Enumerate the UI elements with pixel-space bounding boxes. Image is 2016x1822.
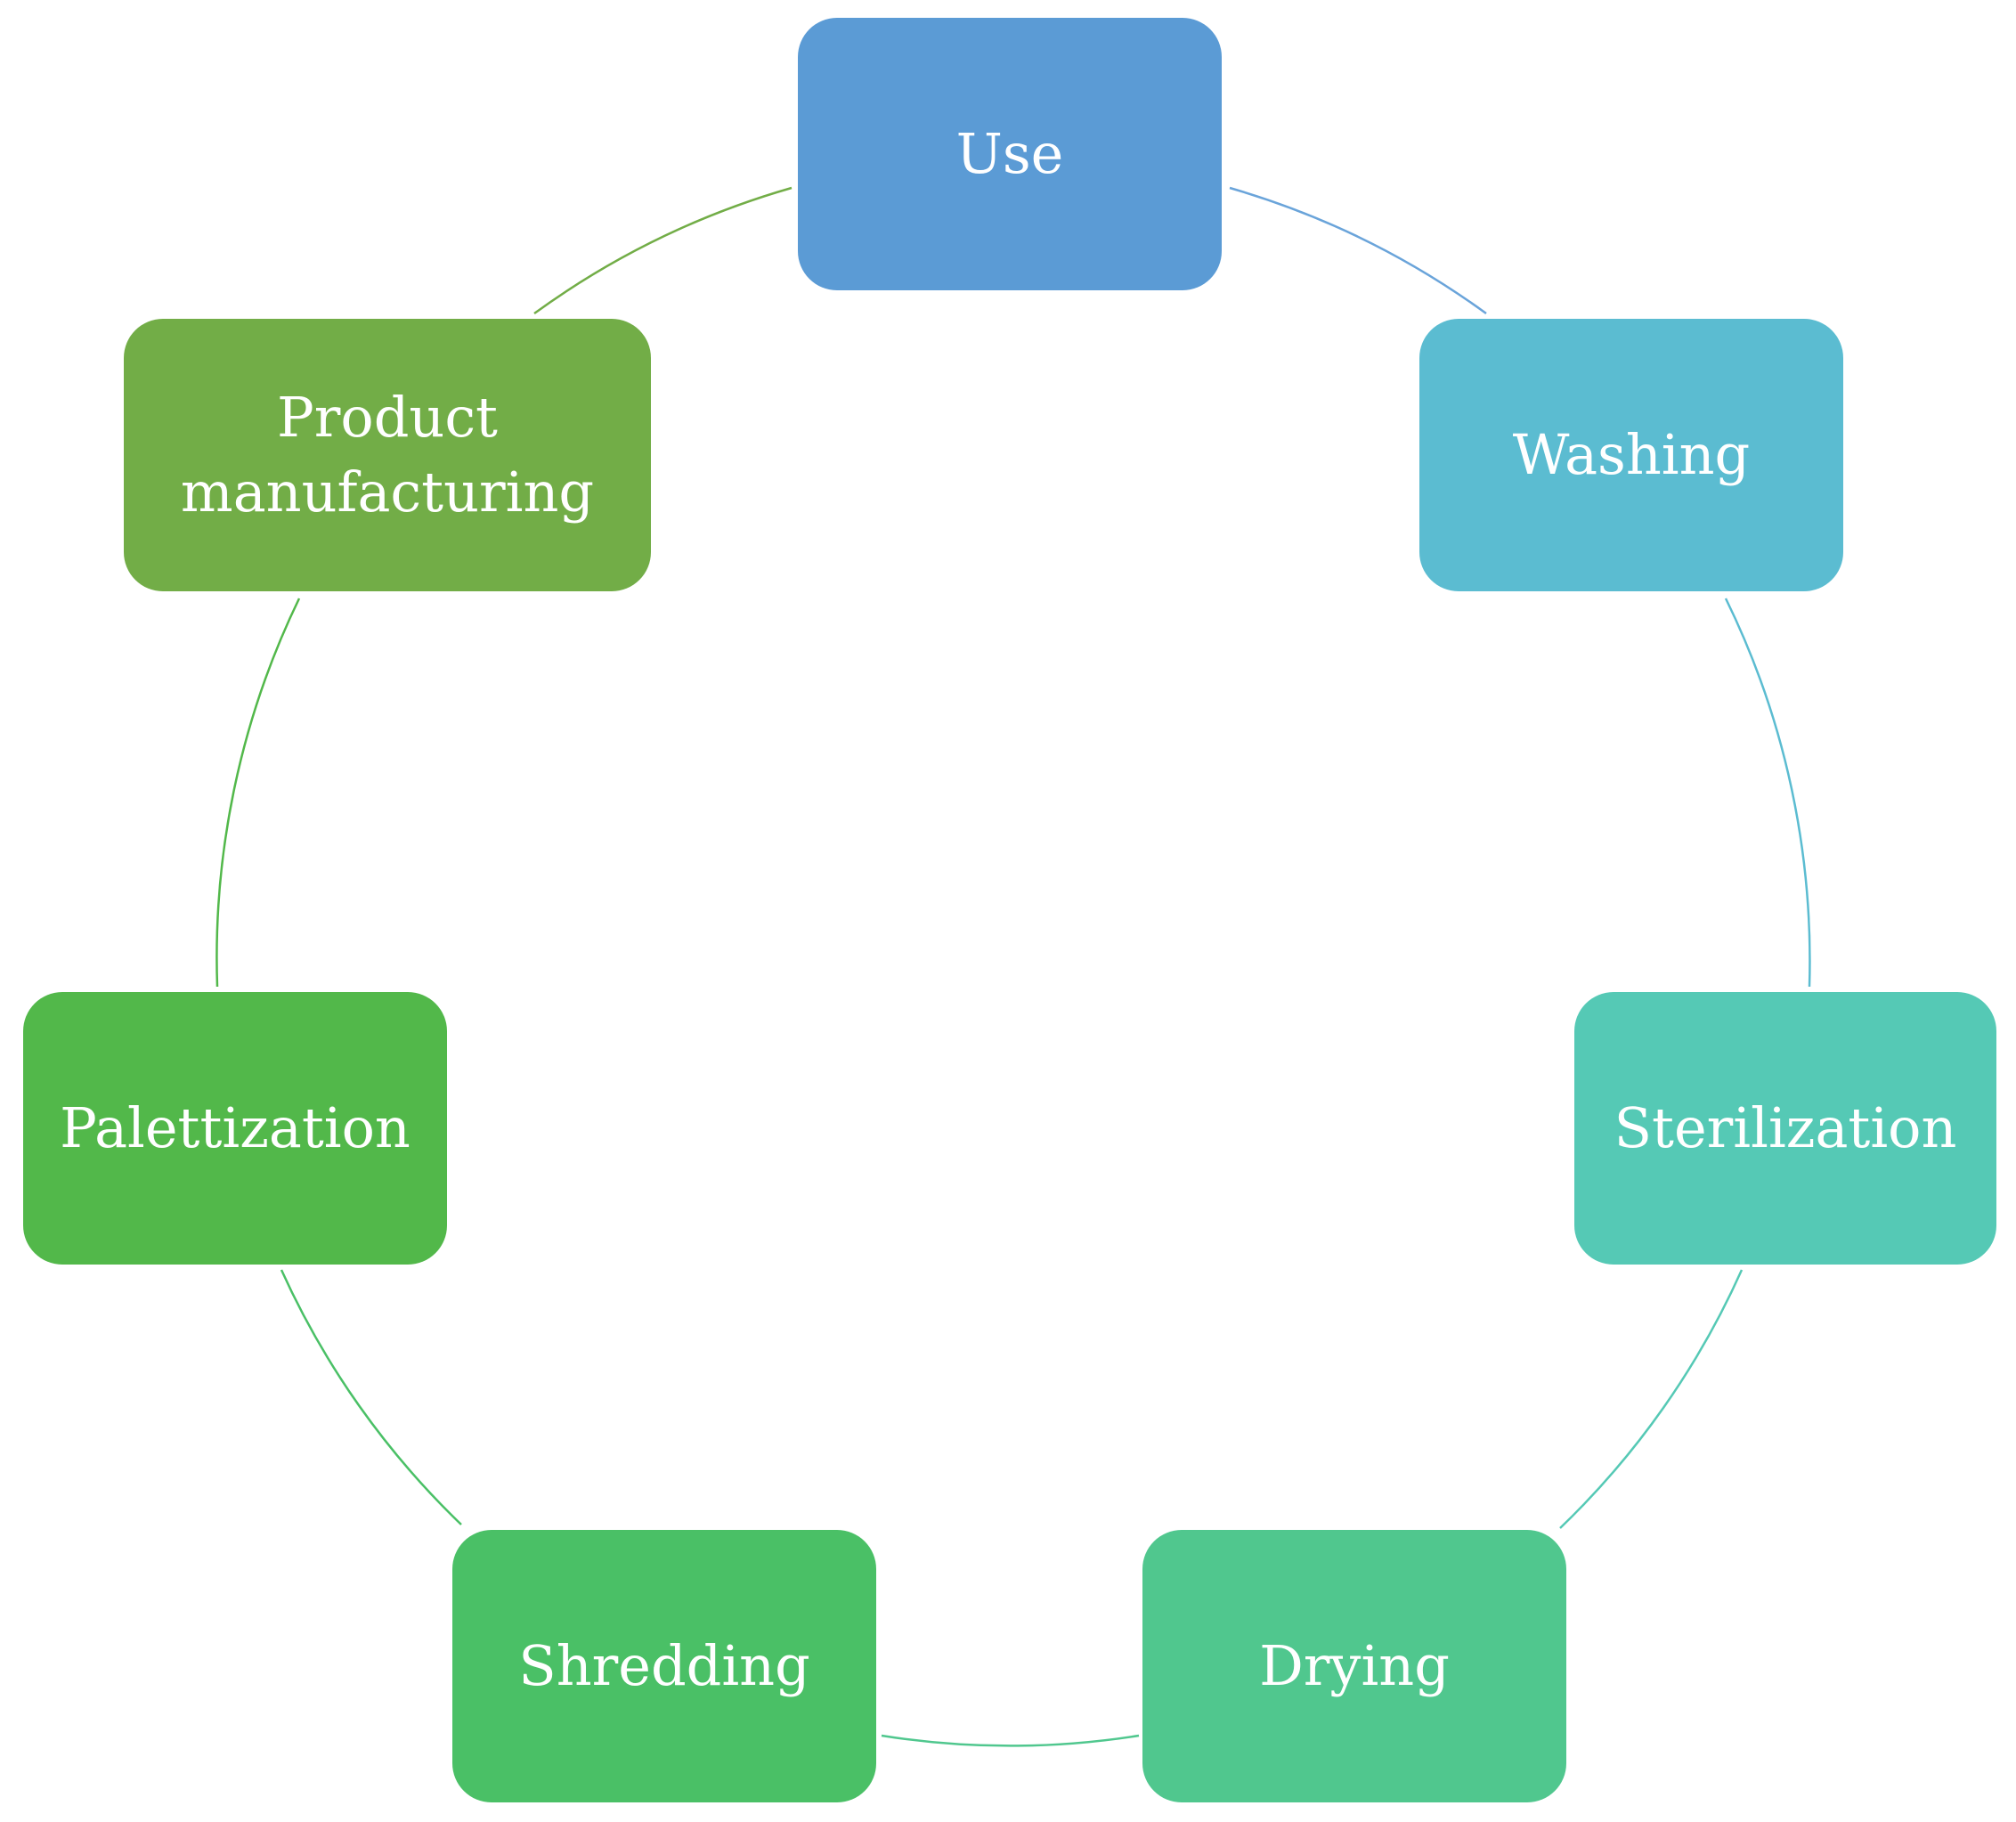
connector-washing-sterilization	[1724, 598, 1811, 988]
node-palettization: Palettization	[23, 992, 447, 1265]
node-washing-label: Washing	[1512, 422, 1751, 488]
node-use: Use	[798, 18, 1222, 290]
connector-product-use	[533, 186, 793, 315]
node-palettization-label: Palettization	[60, 1095, 411, 1161]
node-product-label-line2: manufacturing	[180, 460, 595, 525]
node-use-label: Use	[955, 121, 1064, 187]
node-washing: Washing	[1419, 319, 1843, 591]
node-product-manufacturing-label: Product manufacturing	[181, 380, 594, 529]
node-shredding-label: Shredding	[518, 1633, 810, 1699]
connector-shredding-palettization	[280, 1269, 462, 1525]
connector-sterilization-drying	[1559, 1269, 1744, 1529]
node-drying-label: Drying	[1259, 1633, 1450, 1699]
node-product-manufacturing: Product manufacturing	[124, 319, 651, 591]
connector-use-washing	[1229, 186, 1487, 315]
node-product-label-line1: Product	[277, 385, 498, 451]
node-sterilization: Sterilization	[1574, 992, 1996, 1265]
node-sterilization-label: Sterilization	[1614, 1095, 1957, 1161]
connector-palettization-product	[215, 598, 301, 988]
node-drying: Drying	[1142, 1530, 1566, 1802]
node-shredding: Shredding	[452, 1530, 876, 1802]
connector-drying-shredding	[881, 1734, 1140, 1747]
